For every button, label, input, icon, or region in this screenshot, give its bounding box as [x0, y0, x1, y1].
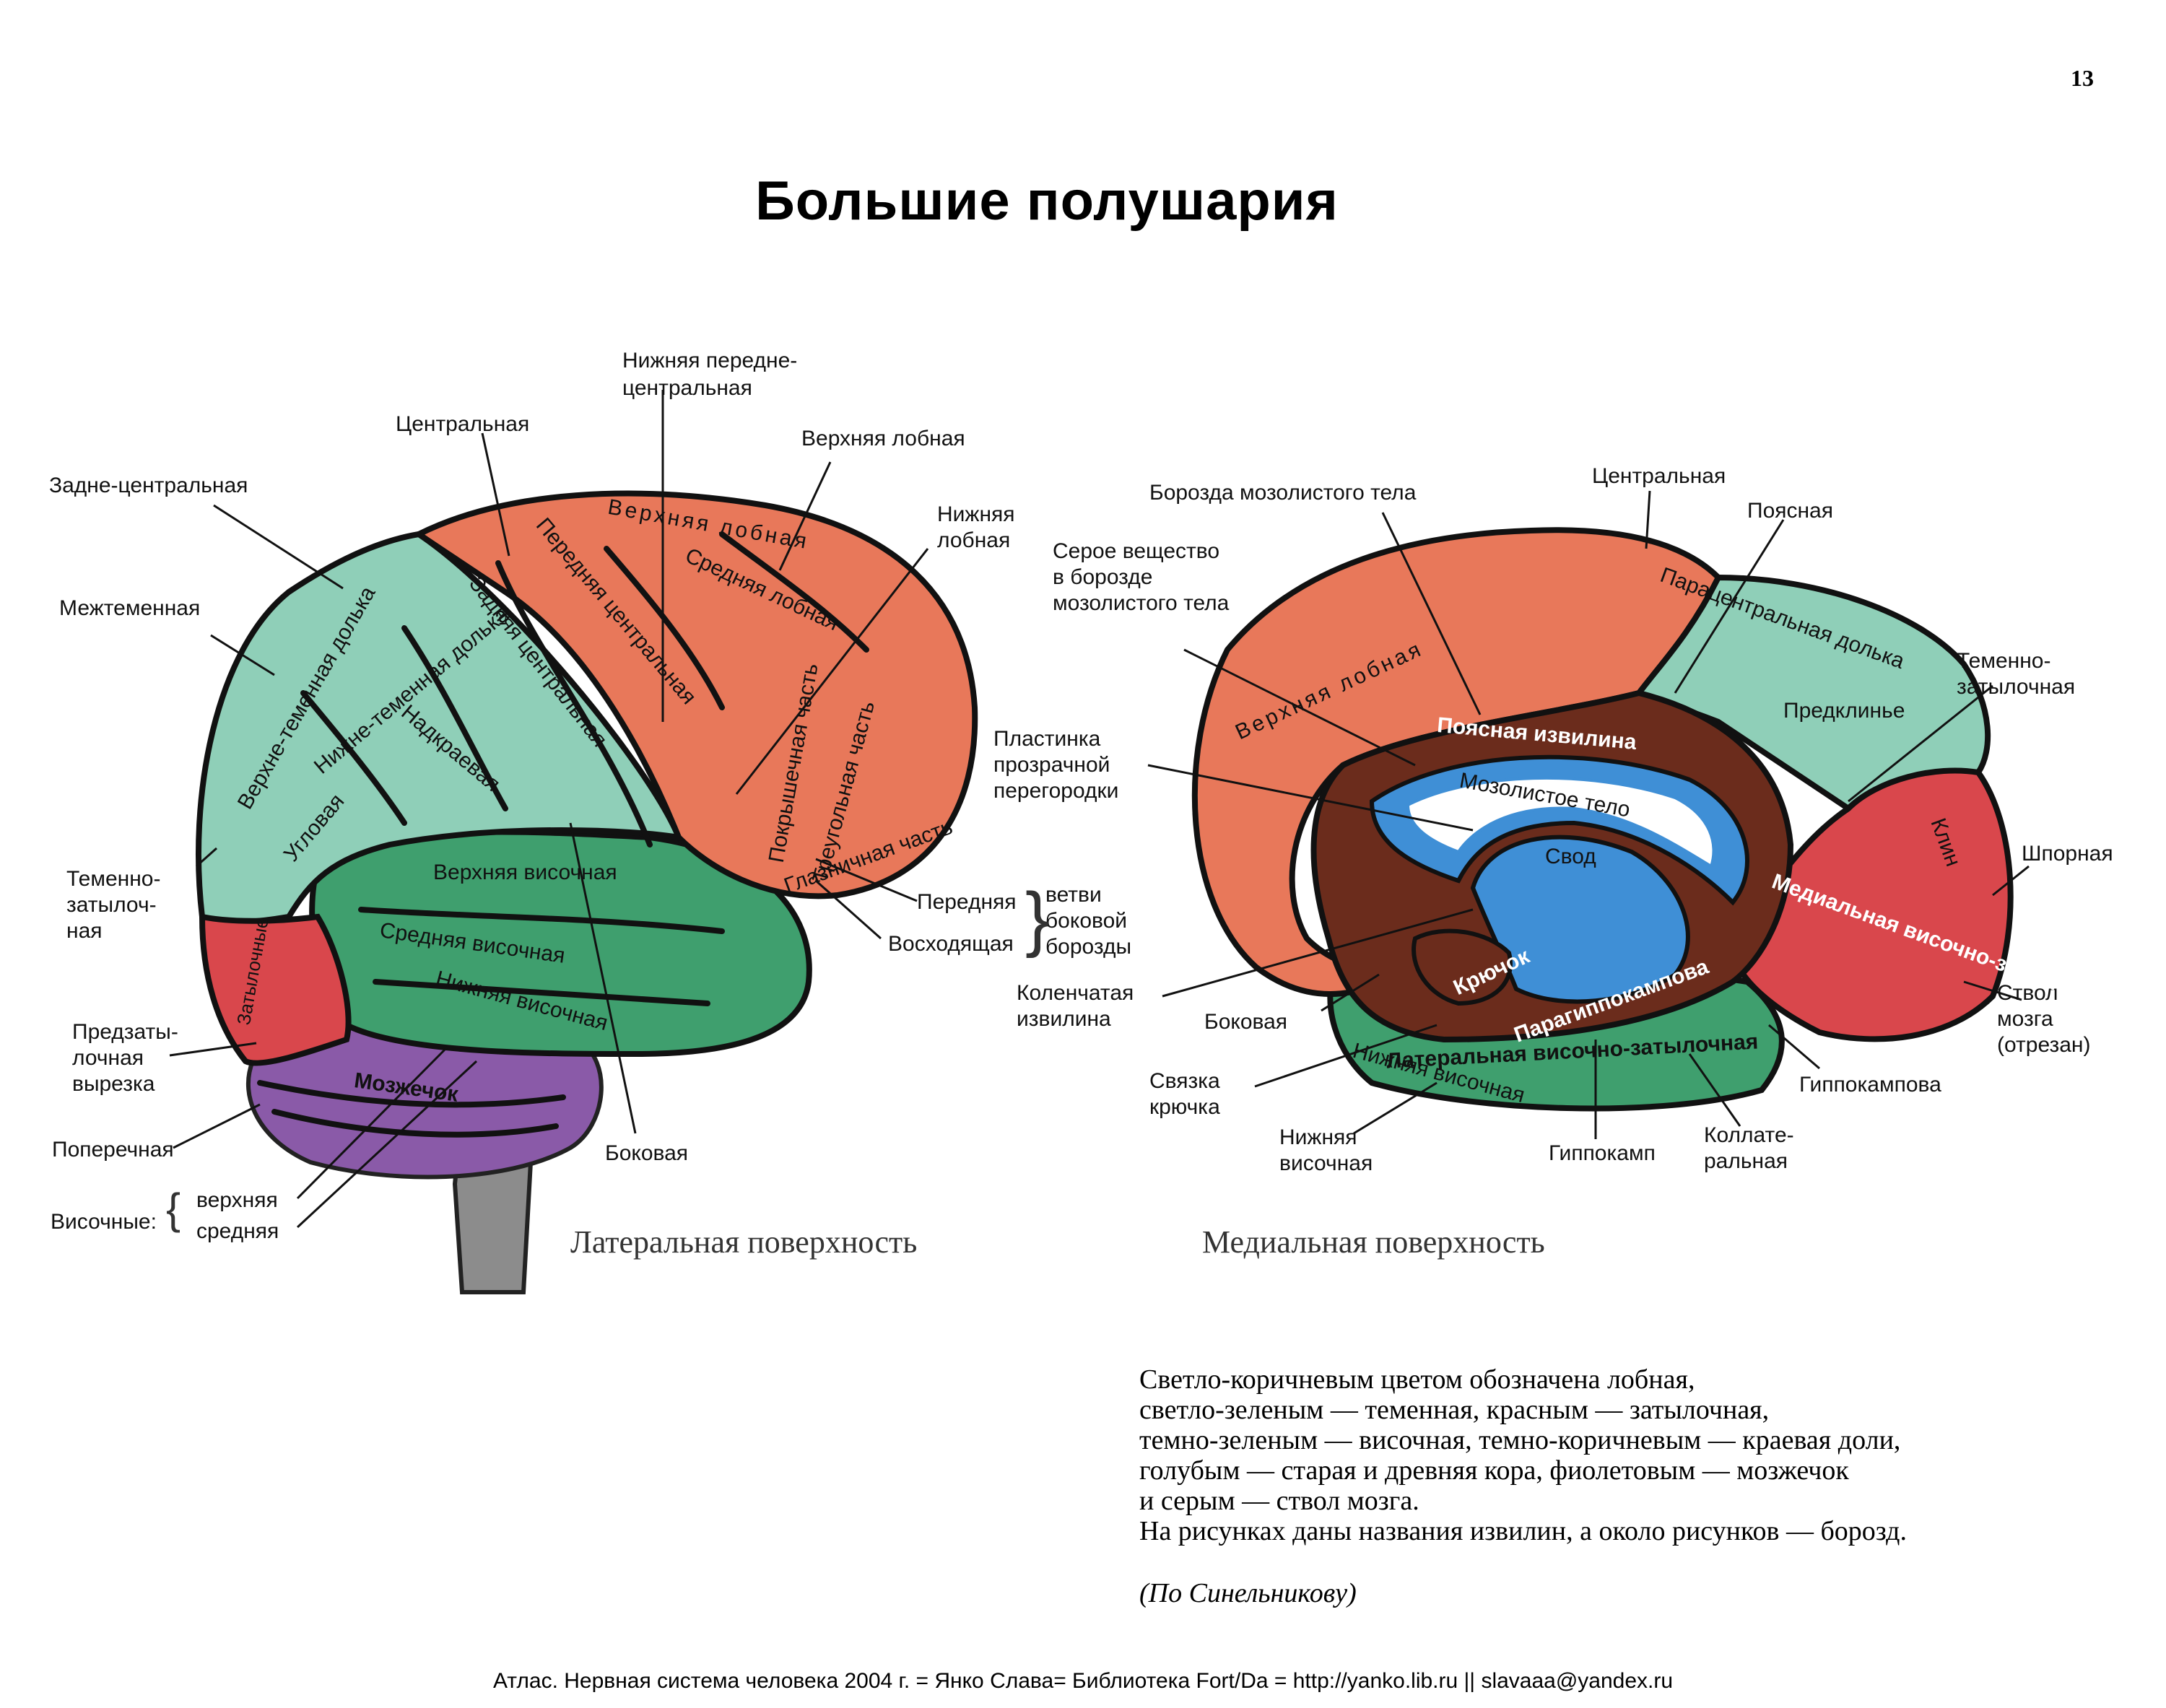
- label-nizhnyaya-vis-2: височная: [1279, 1151, 1373, 1175]
- label-poperechnaya: Поперечная: [52, 1138, 174, 1162]
- label-stvol-2: мозга: [1997, 1007, 2053, 1031]
- label-kollateralnaya-2: ральная: [1704, 1149, 1788, 1173]
- label-temenno-zatyl-1: Теменно-: [1957, 649, 2051, 673]
- page-number: 13: [2071, 65, 2094, 91]
- label-seroe-2: в борозде: [1053, 565, 1153, 589]
- source-attribution: (По Синельникову): [1139, 1578, 1357, 1608]
- label-vetvi-3: борозды: [1045, 935, 1132, 959]
- label-poyasnaya: Поясная: [1747, 499, 1833, 523]
- label-stvol-1: Ствол: [1997, 981, 2058, 1005]
- label-visochnye-srednyaya: средняя: [196, 1219, 279, 1243]
- label-temenno-2: затылоч-: [66, 893, 157, 917]
- label-nizhnyaya-perednecentralnaya-1: Нижняя передне-: [622, 349, 798, 372]
- label-perednyaya: Передняя: [917, 890, 1017, 914]
- label-stvol-3: (отрезан): [1997, 1033, 2091, 1057]
- description-line: Светло-коричневым цветом обозначена лобн…: [1139, 1364, 1695, 1395]
- label-predzaty-2: лочная: [72, 1046, 144, 1070]
- lateral-leader-lines: [169, 390, 929, 1229]
- label-nizhnyaya-lobnaya-1: Нижняя: [937, 502, 1015, 526]
- label-vetvi-2: боковой: [1045, 909, 1128, 933]
- label-predzaty-1: Предзаты-: [72, 1020, 178, 1044]
- label-mezhtemennaya: Межтеменная: [59, 596, 201, 620]
- label-vetvi-1: ветви: [1045, 883, 1102, 907]
- label-centralnaya-lat: Центральная: [396, 412, 530, 436]
- label-gippokamp: Гиппокамп: [1549, 1141, 1656, 1165]
- label-visochnye-verkhnyaya: верхняя: [196, 1188, 278, 1212]
- label-temenno-3: ная: [66, 919, 103, 943]
- label-temenno-zatyl-2: затылочная: [1957, 675, 2076, 699]
- label-kolench-1: Коленчатая: [1017, 981, 1134, 1005]
- lateral-sulci: [257, 531, 869, 1138]
- label-seroe-1: Серое вещество: [1053, 539, 1220, 563]
- lateral-frontal-lobe: [413, 490, 978, 899]
- label-bokovaya-med: Боковая: [1204, 1010, 1288, 1034]
- label-centralnaya-med: Центральная: [1592, 464, 1726, 488]
- lateral-parietal-lobe: [196, 531, 684, 925]
- label-nizhnyaya-vis-1: Нижняя: [1279, 1125, 1357, 1149]
- label-visochnye: Височные:: [51, 1210, 157, 1234]
- brace-visochnye: {: [166, 1185, 181, 1233]
- label-svyazka-1: Связка: [1149, 1069, 1220, 1093]
- medial-corpus-callosum-inner: [1406, 776, 1715, 868]
- region-verkh-visochnaya: Верхняя височная: [433, 860, 617, 884]
- page-title: Большие полушария: [755, 170, 1339, 232]
- description-line: голубым — старая и древняя кора, фиолето…: [1139, 1455, 1849, 1486]
- label-shpornaya: Шпорная: [2022, 842, 2113, 866]
- footer: Атлас. Нервная система человека 2004 г. …: [492, 1669, 1674, 1693]
- label-kolench-2: извилина: [1017, 1007, 1111, 1031]
- lateral-caption: Латеральная поверхность: [570, 1224, 918, 1260]
- brace-vetvi: }: [1025, 878, 1050, 959]
- description-block: Светло-коричневым цветом обозначена лобн…: [1139, 1364, 1907, 1546]
- label-temenno-1: Теменно-: [66, 867, 161, 891]
- description-line: На рисунках даны названия извилин, а око…: [1139, 1516, 1907, 1546]
- medial-caption: Медиальная поверхность: [1202, 1224, 1545, 1260]
- region-svod: Свод: [1545, 845, 1596, 868]
- label-voskhodyashchaya: Восходящая: [888, 932, 1014, 956]
- label-gippokampova: Гиппокампова: [1799, 1073, 1941, 1097]
- label-nizhnyaya-lobnaya-2: лобная: [937, 528, 1011, 552]
- description-line: светло-зеленым — теменная, красным — зат…: [1139, 1395, 1770, 1425]
- label-bokovaya-lat: Боковая: [605, 1141, 689, 1165]
- label-predzaty-3: вырезка: [72, 1072, 155, 1096]
- label-plastinka-3: перегородки: [993, 779, 1119, 803]
- label-plastinka-2: прозрачной: [993, 753, 1110, 777]
- description-line: и серым — ствол мозга.: [1139, 1486, 1419, 1516]
- medial-uncus: [1412, 928, 1513, 1006]
- label-borozda-mozolistogo: Борозда мозолистого тела: [1149, 481, 1417, 505]
- region-predklinye: Предклинье: [1783, 699, 1905, 723]
- lateral-occipital-lobe: [199, 913, 352, 1066]
- label-plastinka-1: Пластинка: [993, 727, 1101, 751]
- label-nizhnyaya-perednecentralnaya-2: центральная: [622, 376, 752, 400]
- label-seroe-3: мозолистого тела: [1053, 591, 1230, 615]
- label-zadne-centralnaya: Задне-центральная: [49, 474, 248, 497]
- label-svyazka-2: крючка: [1149, 1095, 1220, 1119]
- label-kollateralnaya-1: Коллате-: [1704, 1123, 1794, 1147]
- description-line: темно-зеленым — височная, темно-коричнев…: [1139, 1425, 1901, 1455]
- medial-leader-lines: [1147, 490, 2030, 1139]
- label-verkhnyaya-lobnaya-lat: Верхняя лобная: [801, 427, 965, 450]
